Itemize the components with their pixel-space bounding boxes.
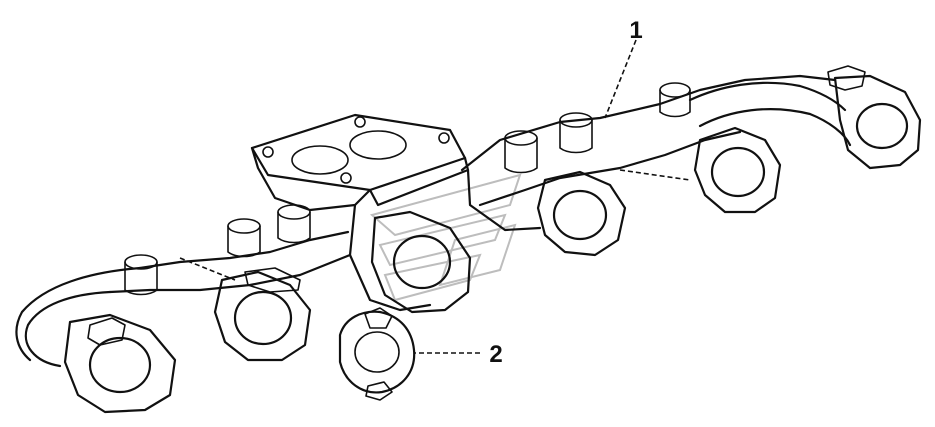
part-1-exhaust-manifold xyxy=(15,65,922,414)
leader-line-1 xyxy=(604,39,637,119)
watermark-logo-icon xyxy=(369,173,522,302)
part-2-gasket xyxy=(338,307,416,401)
callout-label-1: 1 xyxy=(629,17,642,44)
callout-label-2: 2 xyxy=(489,341,502,368)
